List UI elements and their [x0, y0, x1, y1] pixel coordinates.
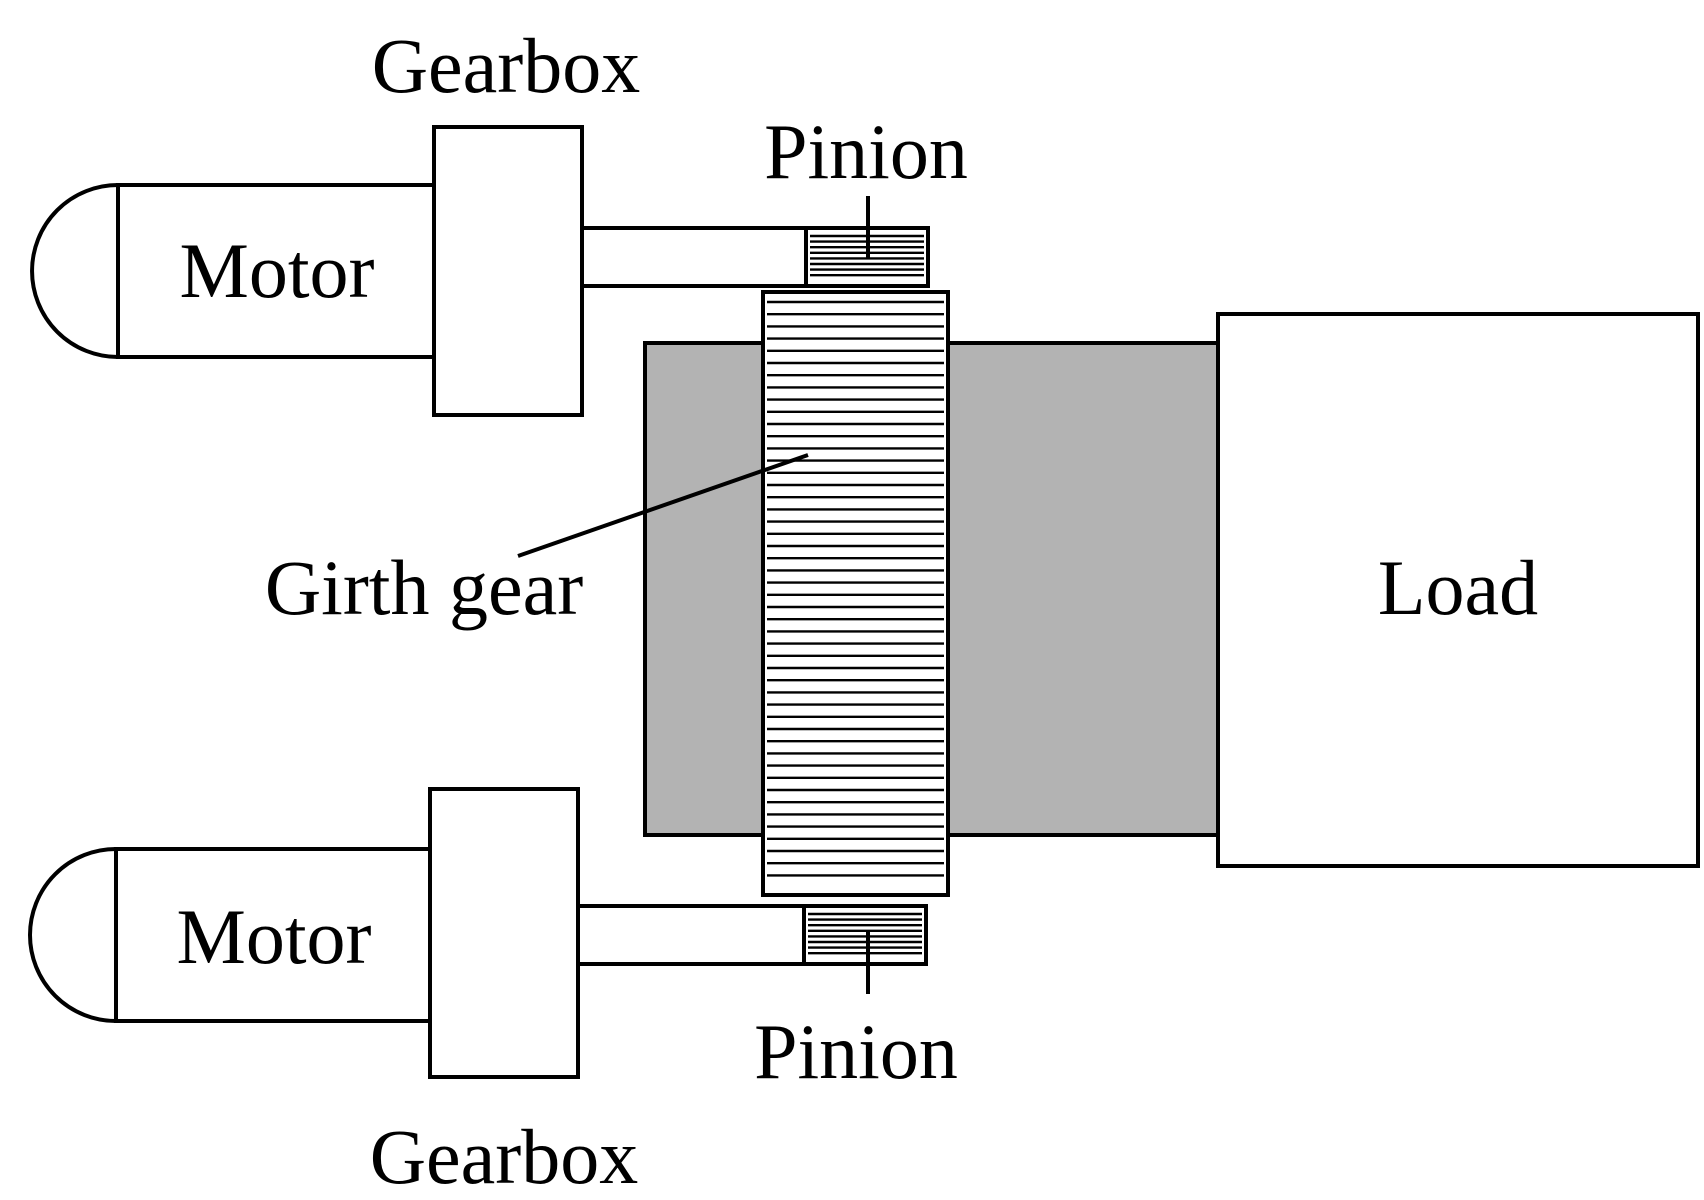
girth-gear-label: Girth gear: [265, 544, 583, 631]
load-label: Load: [1378, 544, 1538, 631]
shaft-top: [580, 226, 810, 288]
gearbox-bottom: [428, 787, 580, 1079]
motor-bottom-label: Motor: [177, 893, 372, 980]
pinion-bottom-label: Pinion: [754, 1008, 958, 1095]
girth-gear-leader: [517, 453, 809, 558]
pinion-top-teeth: [810, 234, 924, 277]
pinion-top-label: Pinion: [764, 108, 968, 195]
motor-top-endcap: [30, 182, 120, 360]
gearbox-top: [432, 125, 584, 417]
girth-gear-teeth: [767, 300, 944, 877]
motor-top-label: Motor: [180, 227, 375, 314]
pinion-bottom-teeth: [808, 912, 922, 955]
gearbox-top-label: Gearbox: [372, 22, 641, 109]
gearbox-bottom-label: Gearbox: [370, 1113, 639, 1200]
load-box: [1216, 312, 1700, 868]
motor-bottom-endcap: [28, 846, 118, 1024]
girth-gear: [761, 290, 950, 897]
motor-top-body: [116, 183, 438, 359]
shaft-bottom: [576, 904, 808, 966]
